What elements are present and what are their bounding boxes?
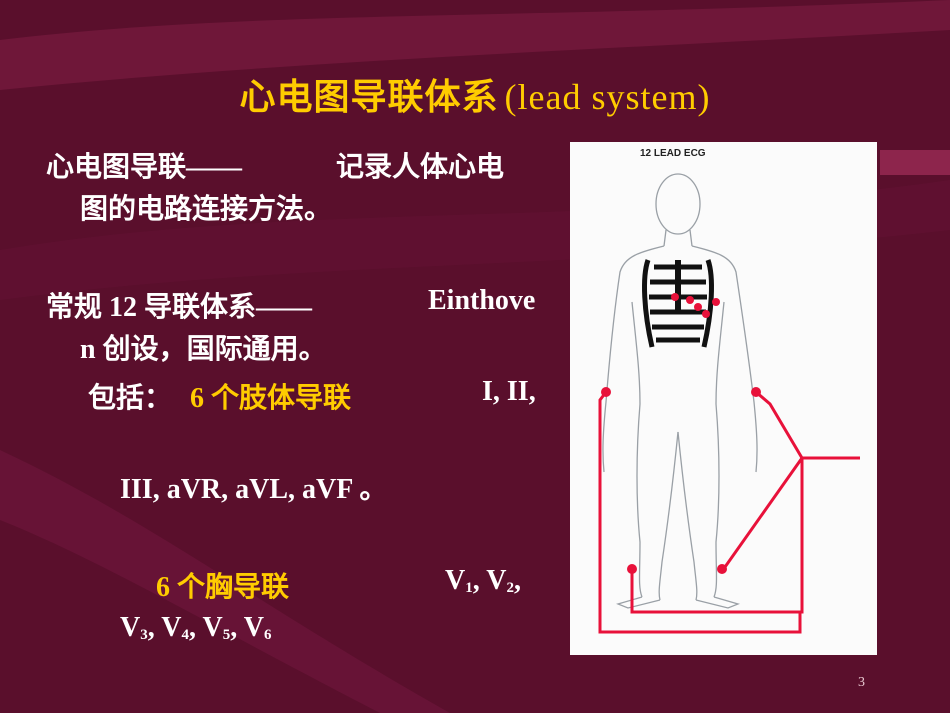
p1-line2: 图的电路连接方法。 xyxy=(80,194,333,225)
figure-title: 12 LEAD ECG xyxy=(640,148,706,159)
p1-line1a: 心电图导联—— xyxy=(46,152,243,183)
p2-line1a: 常规 12 导联体系—— xyxy=(46,292,313,323)
p1-line1b: 记录人体心电 xyxy=(336,152,505,183)
limb-leads-label: 6 个肢体导联 xyxy=(190,383,352,414)
ecg-figure: 12 LEAD ECG xyxy=(570,142,877,655)
body-lead-diagram xyxy=(598,173,860,634)
chest-leads-label: 6 个胸导联 xyxy=(156,572,290,603)
title-chinese: 心电图导联体系 xyxy=(239,77,499,118)
slide-title: 心电图导联体系(lead system) xyxy=(0,68,950,120)
page-number: 3 xyxy=(858,675,865,690)
limb-leads-list-1: I, II, xyxy=(482,376,536,407)
p2-line2: n 创设，国际通用。 xyxy=(80,334,327,365)
chest-leads-list-2: V3, V4, V5, V6 xyxy=(120,612,272,643)
chest-leads-list-1: V1, V2, xyxy=(445,565,521,596)
p3-prefix: 包括： xyxy=(88,383,173,414)
title-english: (lead system) xyxy=(504,77,711,117)
p2-line1b: Einthove xyxy=(428,285,536,316)
limb-leads-list-2: III, aVR, aVL, aVF 。 xyxy=(120,474,388,505)
